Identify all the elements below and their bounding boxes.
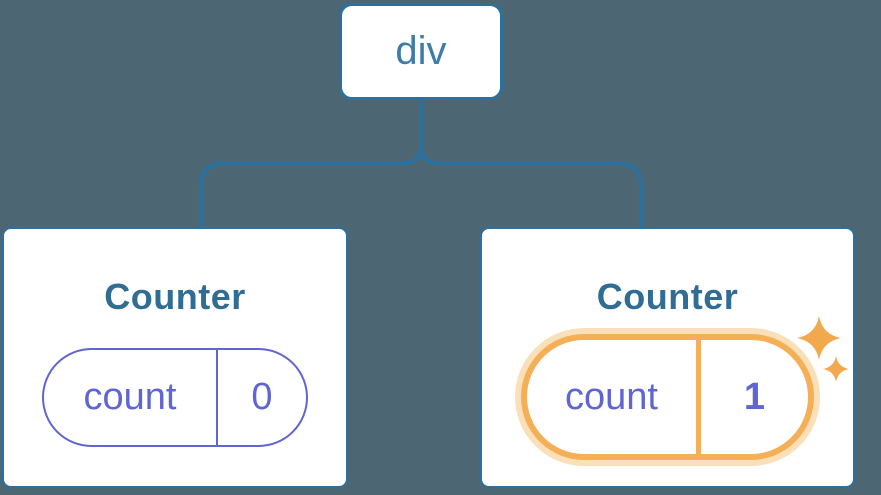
state-value: 1 [743, 375, 766, 418]
state-key: count [44, 350, 218, 445]
root-node-label: div [395, 29, 447, 73]
sparkle-small-icon [823, 356, 849, 382]
connector-right-branch [419, 100, 643, 227]
component-title: Counter [596, 276, 739, 317]
state-key: count [527, 340, 701, 454]
counter-card-right: Counter count 1 [480, 227, 855, 488]
state-value: 0 [251, 376, 273, 418]
connector-left-branch [199, 100, 423, 227]
root-node-div: div [339, 3, 503, 100]
state-pill-highlighted: count 1 [521, 334, 814, 460]
state-pill: count 0 [42, 348, 308, 447]
counter-card-left: Counter count 0 [2, 227, 348, 488]
component-title: Counter [104, 276, 246, 317]
